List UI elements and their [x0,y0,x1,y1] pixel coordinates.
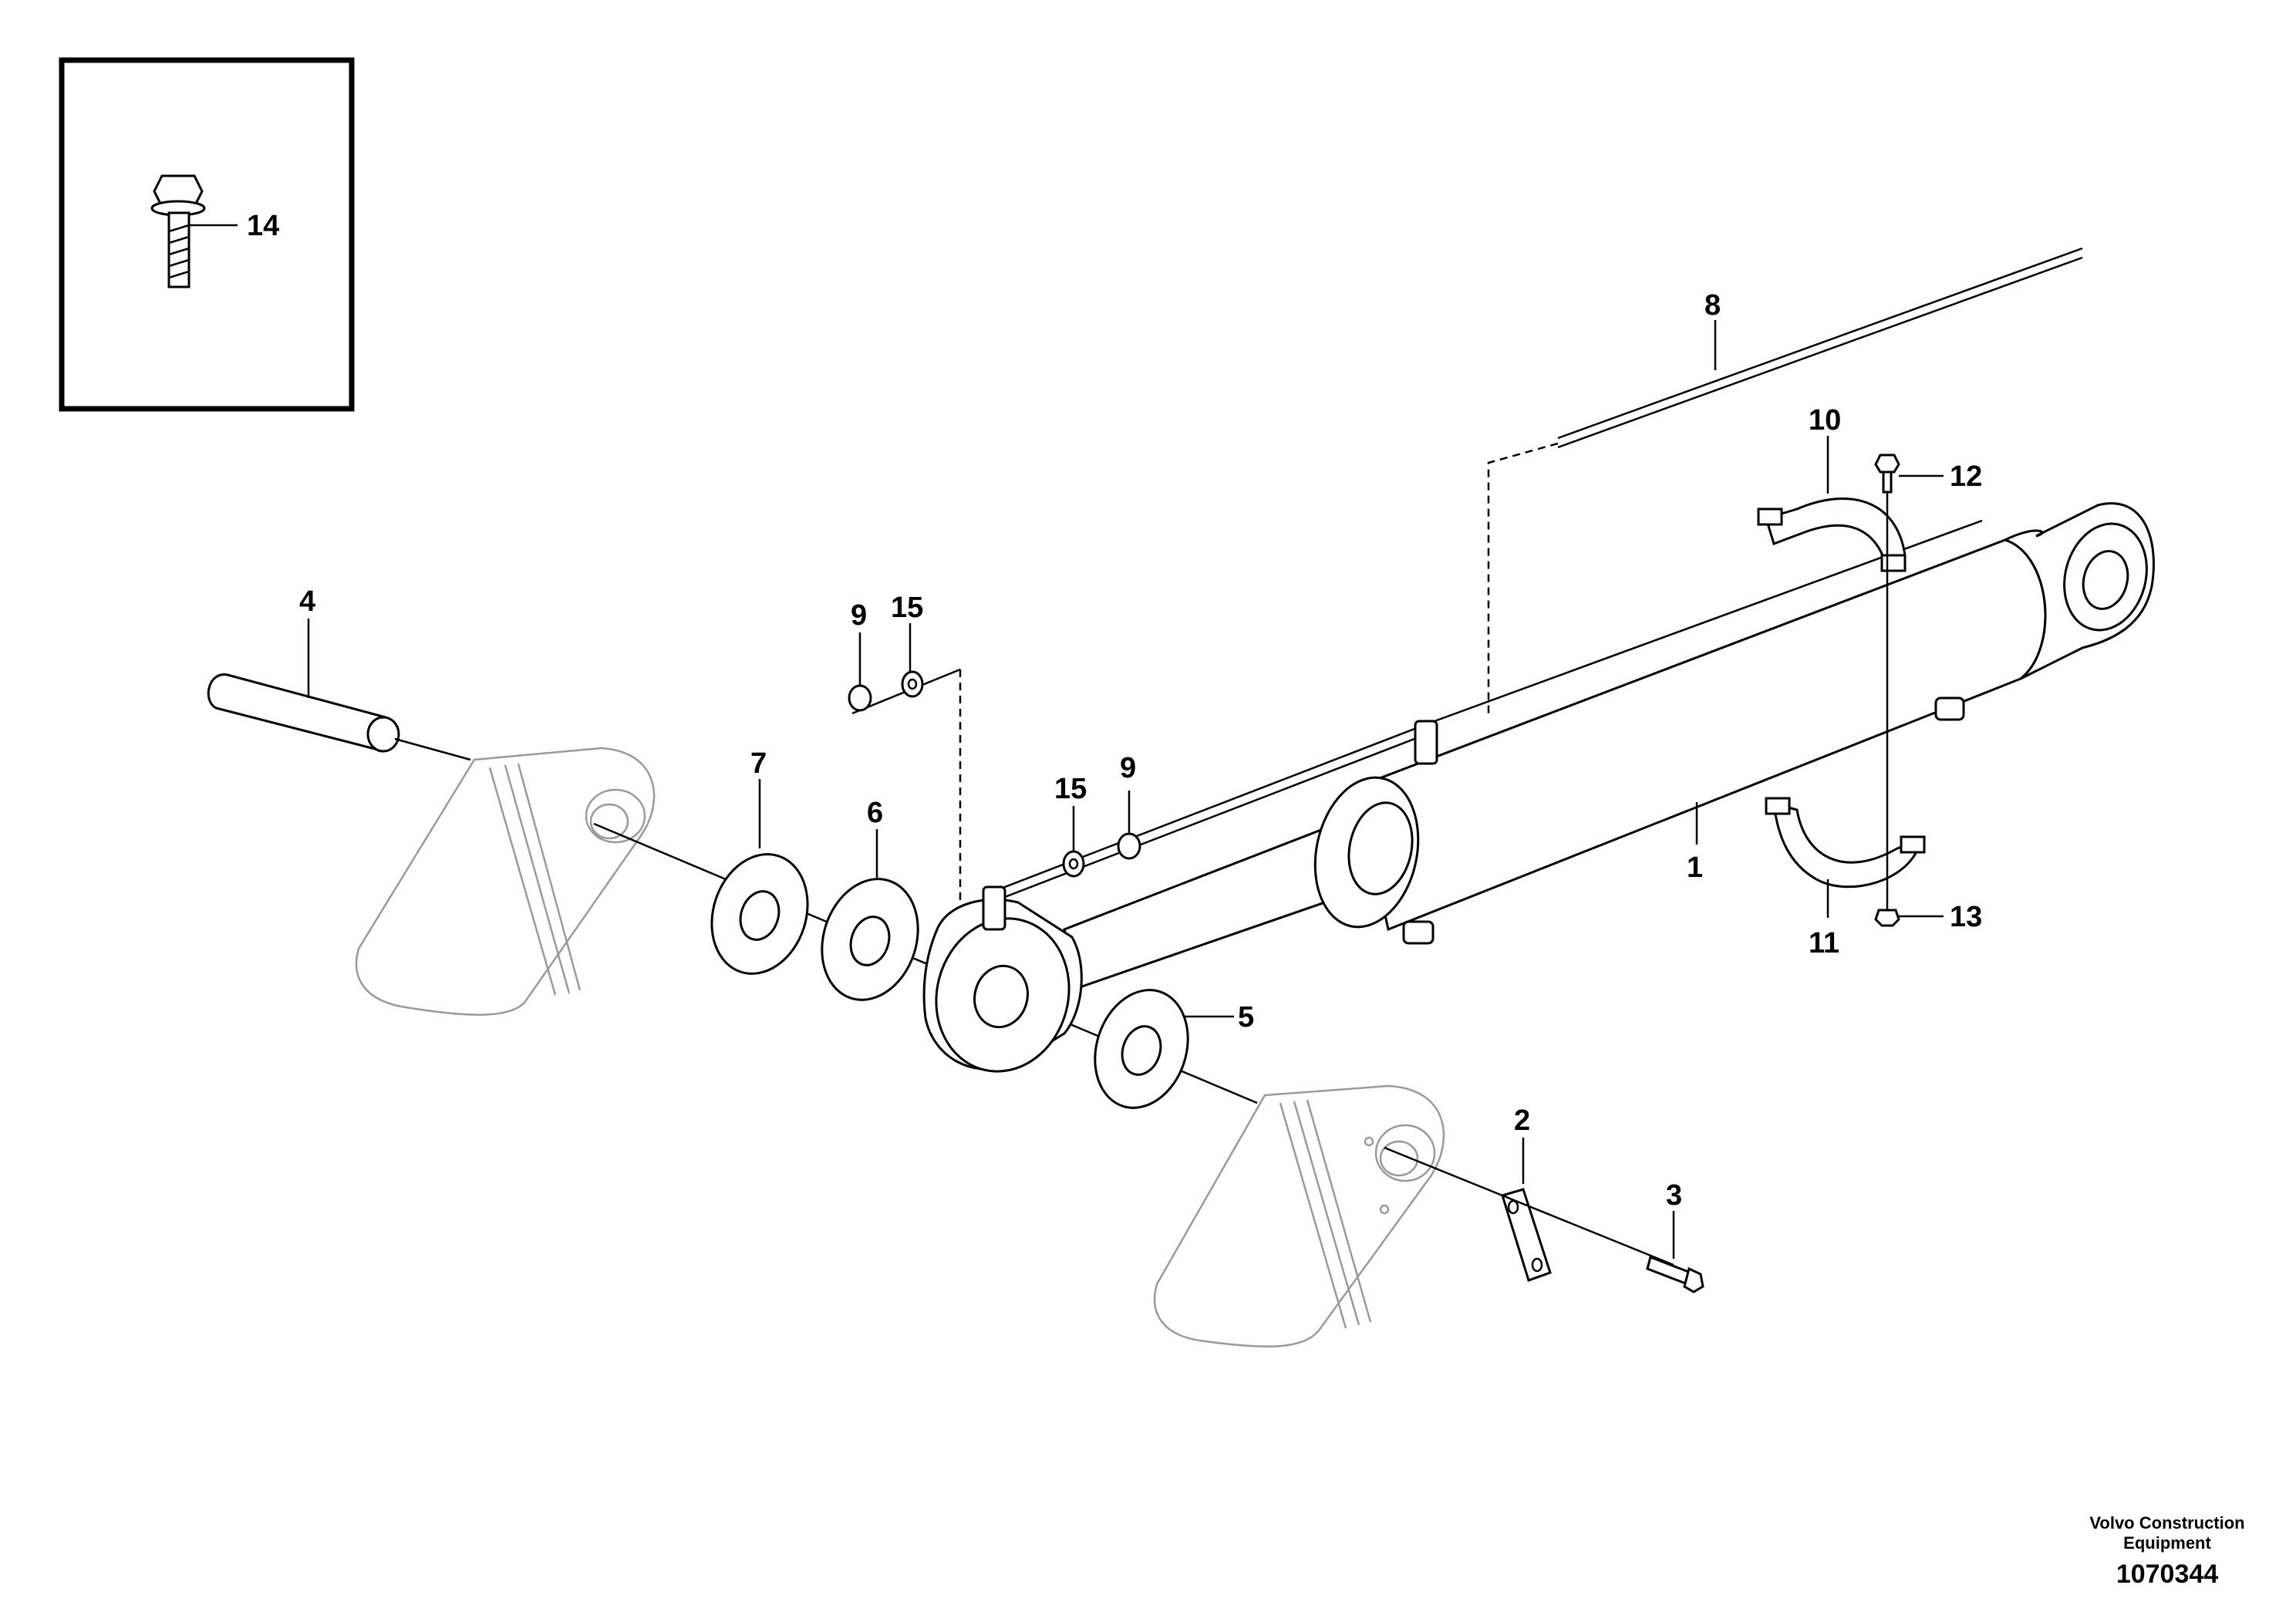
callout-6: 6 [867,797,883,829]
footer-company-line1: Volvo Construction [2089,1513,2244,1533]
hose-line [1557,247,2083,449]
nut-washer-middle [1062,791,1141,878]
callout-11: 11 [1809,927,1839,959]
washer-5 [1094,989,1234,1109]
callout-15-middle: 15 [1054,773,1087,805]
callout-9-middle: 9 [1120,752,1136,784]
drawing-number: 1070344 [2116,1560,2218,1589]
callout-13: 13 [1950,901,1982,933]
inset-box: 14 [59,57,355,412]
footer-company-line2: Equipment [2123,1533,2211,1553]
clamp-lower [1765,797,1926,918]
footer: Volvo Construction Equipment 1070344 [2089,1513,2244,1589]
bolt [1646,1211,1704,1293]
pin [207,619,471,761]
nut-washer-upper [848,623,961,715]
flange-bolt-icon [150,174,238,288]
hydraulic-cylinder [922,502,2155,1073]
callout-8: 8 [1704,289,1721,322]
callout-9-upper: 9 [851,599,867,632]
callout-10: 10 [1809,404,1841,437]
callout-7: 7 [750,747,767,780]
callout-2: 2 [1514,1104,1530,1137]
washer-7 [710,779,809,975]
callout-14: 14 [247,210,279,242]
callout-15-upper: 15 [891,592,923,624]
clamp-bolt [1874,454,1944,910]
callout-5: 5 [1238,1001,1254,1034]
callout-4: 4 [299,585,315,618]
lock-plate [1384,1138,1674,1282]
washer-6 [821,829,919,1001]
mounting-bracket-right [1153,1084,1445,1348]
callout-1: 1 [1687,851,1703,884]
clamp-nut [1874,909,1944,927]
mounting-bracket-left [355,747,656,1016]
callout-3: 3 [1666,1179,1682,1212]
callout-12: 12 [1950,460,1982,493]
